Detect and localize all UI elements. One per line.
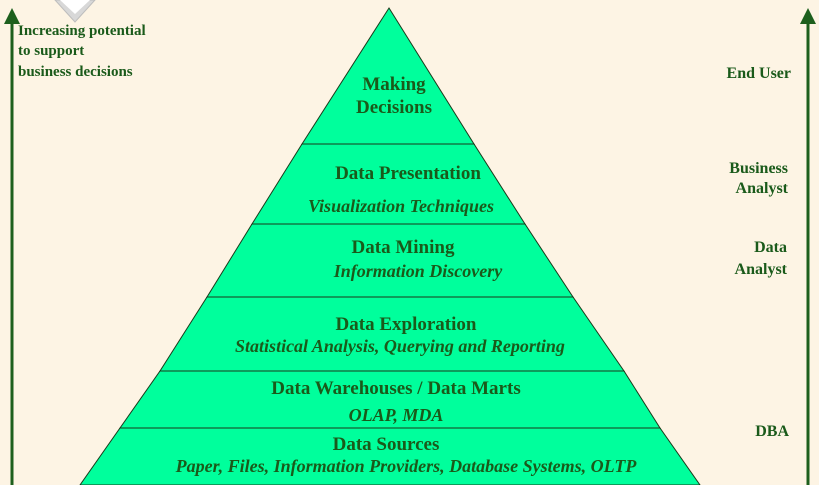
role-data-analyst-line-1: Data — [754, 239, 787, 256]
role-dba: DBA — [755, 423, 789, 440]
layer-3-title: Data Mining — [352, 237, 455, 258]
layer-1-title-line-2: Decisions — [356, 97, 432, 118]
pyramid — [79, 7, 701, 485]
left-note-line-1: Increasing potential — [18, 23, 146, 39]
layer-1-title-line-1: Making — [362, 74, 426, 95]
layer-3-subtitle: Information Discovery — [333, 261, 504, 281]
role-data-analyst-line-2: Analyst — [735, 261, 788, 278]
layer-2-title: Data Presentation — [335, 163, 481, 184]
left-note-line-2: to support — [18, 43, 84, 59]
layer-6-subtitle: Paper, Files, Information Providers, Dat… — [175, 456, 638, 476]
layer-2-subtitle: Visualization Techniques — [308, 196, 494, 216]
left-note-line-3: business decisions — [18, 64, 133, 80]
right-arrow — [800, 8, 816, 485]
role-business-line-2: Analyst — [736, 180, 789, 197]
left-arrow — [4, 8, 20, 485]
layer-5-subtitle: OLAP, MDA — [349, 405, 444, 425]
role-business-line-1: Business — [729, 160, 788, 177]
layer-4-subtitle: Statistical Analysis, Querying and Repor… — [235, 336, 565, 356]
role-end-user: End User — [727, 65, 791, 82]
layer-6-title: Data Sources — [333, 434, 440, 455]
layer-4-title: Data Exploration — [336, 314, 477, 335]
decorative-diamond — [54, 0, 96, 23]
layer-data-sources — [79, 427, 701, 485]
layer-5-title: Data Warehouses / Data Marts — [271, 378, 520, 399]
